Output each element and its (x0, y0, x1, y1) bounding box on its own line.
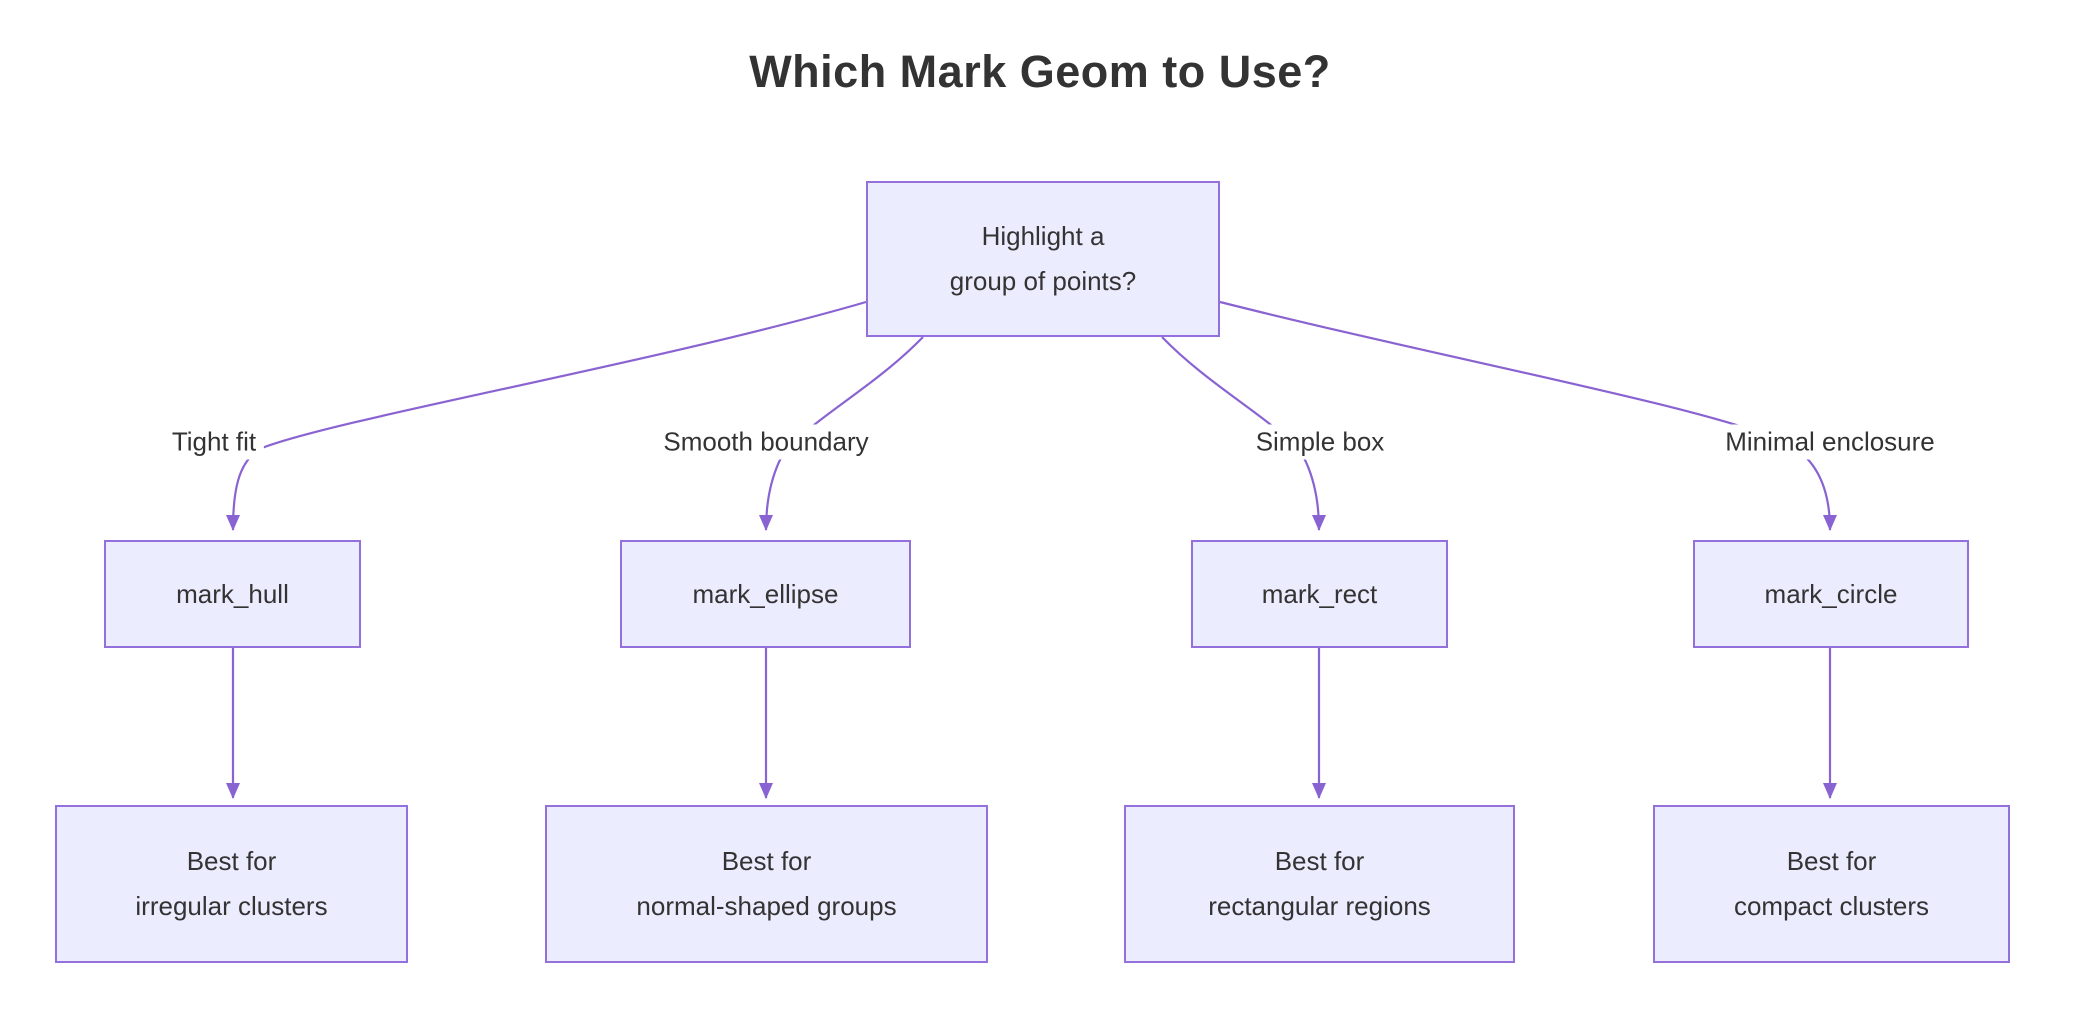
edge-root-to-mark-hull (226, 300, 867, 531)
node-best-irregular-clusters: Best for irregular clusters (55, 805, 408, 963)
edge-label-minimal-enclosure: Minimal enclosure (1717, 424, 1943, 460)
node-best-rectangular-regions: Best for rectangular regions (1124, 805, 1515, 963)
node-mark-circle: mark_circle (1693, 540, 1969, 648)
node-best-irregular-line1: Best for (186, 846, 277, 876)
edge-label-simple-box: Simple box (1247, 424, 1393, 460)
node-mark-rect: mark_rect (1191, 540, 1448, 648)
node-mark-hull: mark_hull (104, 540, 361, 648)
node-best-compact-line2: compact clusters (1733, 891, 1930, 921)
node-mark-circle-label: mark_circle (1764, 578, 1898, 609)
node-best-rectangular-line2: rectangular regions (1208, 891, 1431, 921)
node-best-normal-shaped-groups: Best for normal-shaped groups (545, 805, 988, 963)
node-best-rectangular-line1: Best for (1274, 846, 1365, 876)
node-mark-hull-label: mark_hull (176, 578, 289, 609)
edge-label-tight-fit: Tight fit (163, 424, 265, 460)
node-best-compact-line1: Best for (1786, 846, 1877, 876)
edge-label-smooth-boundary: Smooth boundary (655, 424, 877, 460)
node-best-normal-line1: Best for (721, 846, 812, 876)
node-best-normal-line2: normal-shaped groups (636, 891, 897, 921)
diagram-title: Which Mark Geom to Use? (749, 46, 1331, 97)
node-root-line2: group of points? (949, 266, 1137, 296)
node-best-compact-clusters: Best for compact clusters (1653, 805, 2010, 963)
node-best-irregular-line2: irregular clusters (135, 891, 328, 921)
node-mark-ellipse: mark_ellipse (620, 540, 911, 648)
node-mark-rect-label: mark_rect (1261, 578, 1378, 609)
node-root-question: Highlight a group of points? (866, 181, 1220, 337)
node-mark-ellipse-label: mark_ellipse (692, 578, 839, 609)
node-root-line1: Highlight a (981, 221, 1105, 251)
edge-root-to-mark-circle (1219, 300, 1837, 531)
